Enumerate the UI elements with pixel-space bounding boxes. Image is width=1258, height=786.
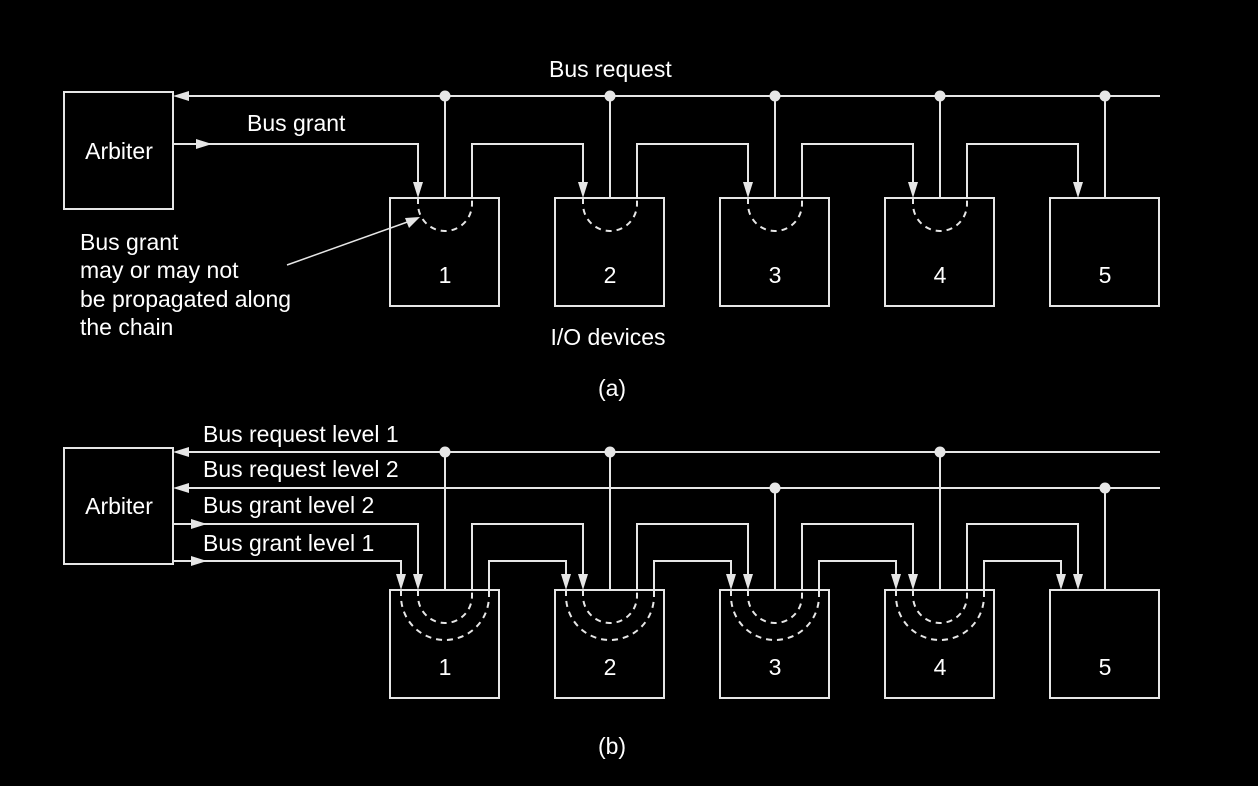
note-pointer-line [286,219,414,266]
note-line-1: Bus grant [80,229,179,255]
grant-level-1-down-arrowhead [396,574,406,590]
device-2-label-a: 2 [604,262,617,288]
grant-chain-4-5-a [966,143,1079,198]
note-line-2: may or may not [80,257,239,283]
grant-chain-2-3-a [636,143,749,198]
bus-request-arrowhead-a [173,91,189,101]
chain-arrowhead [1073,182,1083,198]
grant-level-2-arrowhead [191,519,207,529]
grant-l2-chain-3-4 [801,523,914,590]
device-2-label-b: 2 [604,654,617,680]
caption-b: (b) [598,733,626,759]
chain-arrowhead [561,574,571,590]
bus-grant-down-arrowhead-a [413,182,423,198]
grant-l1-chain-4-5 [983,560,1062,590]
arbiter-label-a: Arbiter [85,138,153,164]
grant-l1-chain-1-2 [488,560,567,590]
device-5-label-a: 5 [1099,262,1112,288]
junction-dot [604,90,616,102]
request-level-2-arrowhead [173,483,189,493]
device-5-label-b: 5 [1099,654,1112,680]
device-5-a: 5 [1049,90,1160,307]
bus-grant-level-2-line [173,523,419,580]
grant-l1-chain-3-4 [818,560,897,590]
chain-arrowhead [908,182,918,198]
bus-grant-label-a: Bus grant [247,110,346,136]
junction-dot [769,482,781,494]
grant-level-2-down-arrowhead [413,574,423,590]
bus-request-label-a: Bus request [549,56,672,82]
device-1-label-b: 1 [439,654,452,680]
device-1-label-a: 1 [439,262,452,288]
bus-grant-line-a [173,143,419,188]
bus-request-level-1-label: Bus request level 1 [203,421,399,447]
device-1-b: 1 [389,446,500,699]
device-4-a: 4 [884,90,995,307]
bus-request-level-2-label: Bus request level 2 [203,456,399,482]
note-line-3: be propagated along [80,286,291,312]
chain-arrowhead [578,574,588,590]
grant-l2-chain-4-5 [966,523,1079,590]
junction-dot [439,446,451,458]
device-4-b: 4 [884,446,995,699]
note-pointer-arrowhead [405,217,420,228]
propagation-note: Bus grant may or may not be propagated a… [80,229,291,340]
device-1-a: 1 [389,90,500,307]
request-level-1-arrowhead [173,447,189,457]
grant-level-1-arrowhead [191,556,207,566]
chain-arrowhead [578,182,588,198]
device-3-b: 3 [719,482,830,699]
diagram-b: Arbiter Bus request level 1 Bus request … [63,421,1160,759]
bus-grant-arrowhead-a [196,139,212,149]
chain-arrowhead [1056,574,1066,590]
junction-dot [934,446,946,458]
chain-arrowhead [908,574,918,590]
diagram-a: Arbiter Bus request Bus grant 1 2 [63,56,1160,401]
bus-grant-level-1-line [173,560,402,580]
grant-chain-1-2-a [471,143,584,198]
caption-a: (a) [598,375,626,401]
grant-l1-chain-2-3 [653,560,732,590]
chain-arrowhead [726,574,736,590]
arbiter-box-b [63,447,174,565]
device-4-label-b: 4 [934,654,947,680]
junction-dot [769,90,781,102]
chain-arrowhead [743,574,753,590]
chain-arrowhead [743,182,753,198]
arbiter-label-b: Arbiter [85,493,153,519]
device-2-a: 2 [554,90,665,307]
grant-l2-chain-1-2 [471,523,584,590]
device-3-label-b: 3 [769,654,782,680]
junction-dot [604,446,616,458]
junction-dot [934,90,946,102]
device-5-b: 5 [1049,482,1160,699]
arbiter-box-a [63,91,174,210]
grant-l2-chain-2-3 [636,523,749,590]
grant-chain-3-4-a [801,143,914,198]
chain-arrowhead [1073,574,1083,590]
note-line-4: the chain [80,314,173,340]
junction-dot [1099,482,1111,494]
device-3-label-a: 3 [769,262,782,288]
devices-caption-a: I/O devices [550,324,665,350]
device-4-label-a: 4 [934,262,947,288]
device-2-b: 2 [554,446,665,699]
junction-dot [1099,90,1111,102]
device-3-a: 3 [719,90,830,307]
chain-arrowhead [891,574,901,590]
junction-dot [439,90,451,102]
bus-grant-level-2-label: Bus grant level 2 [203,492,374,518]
bus-grant-level-1-label: Bus grant level 1 [203,530,374,556]
